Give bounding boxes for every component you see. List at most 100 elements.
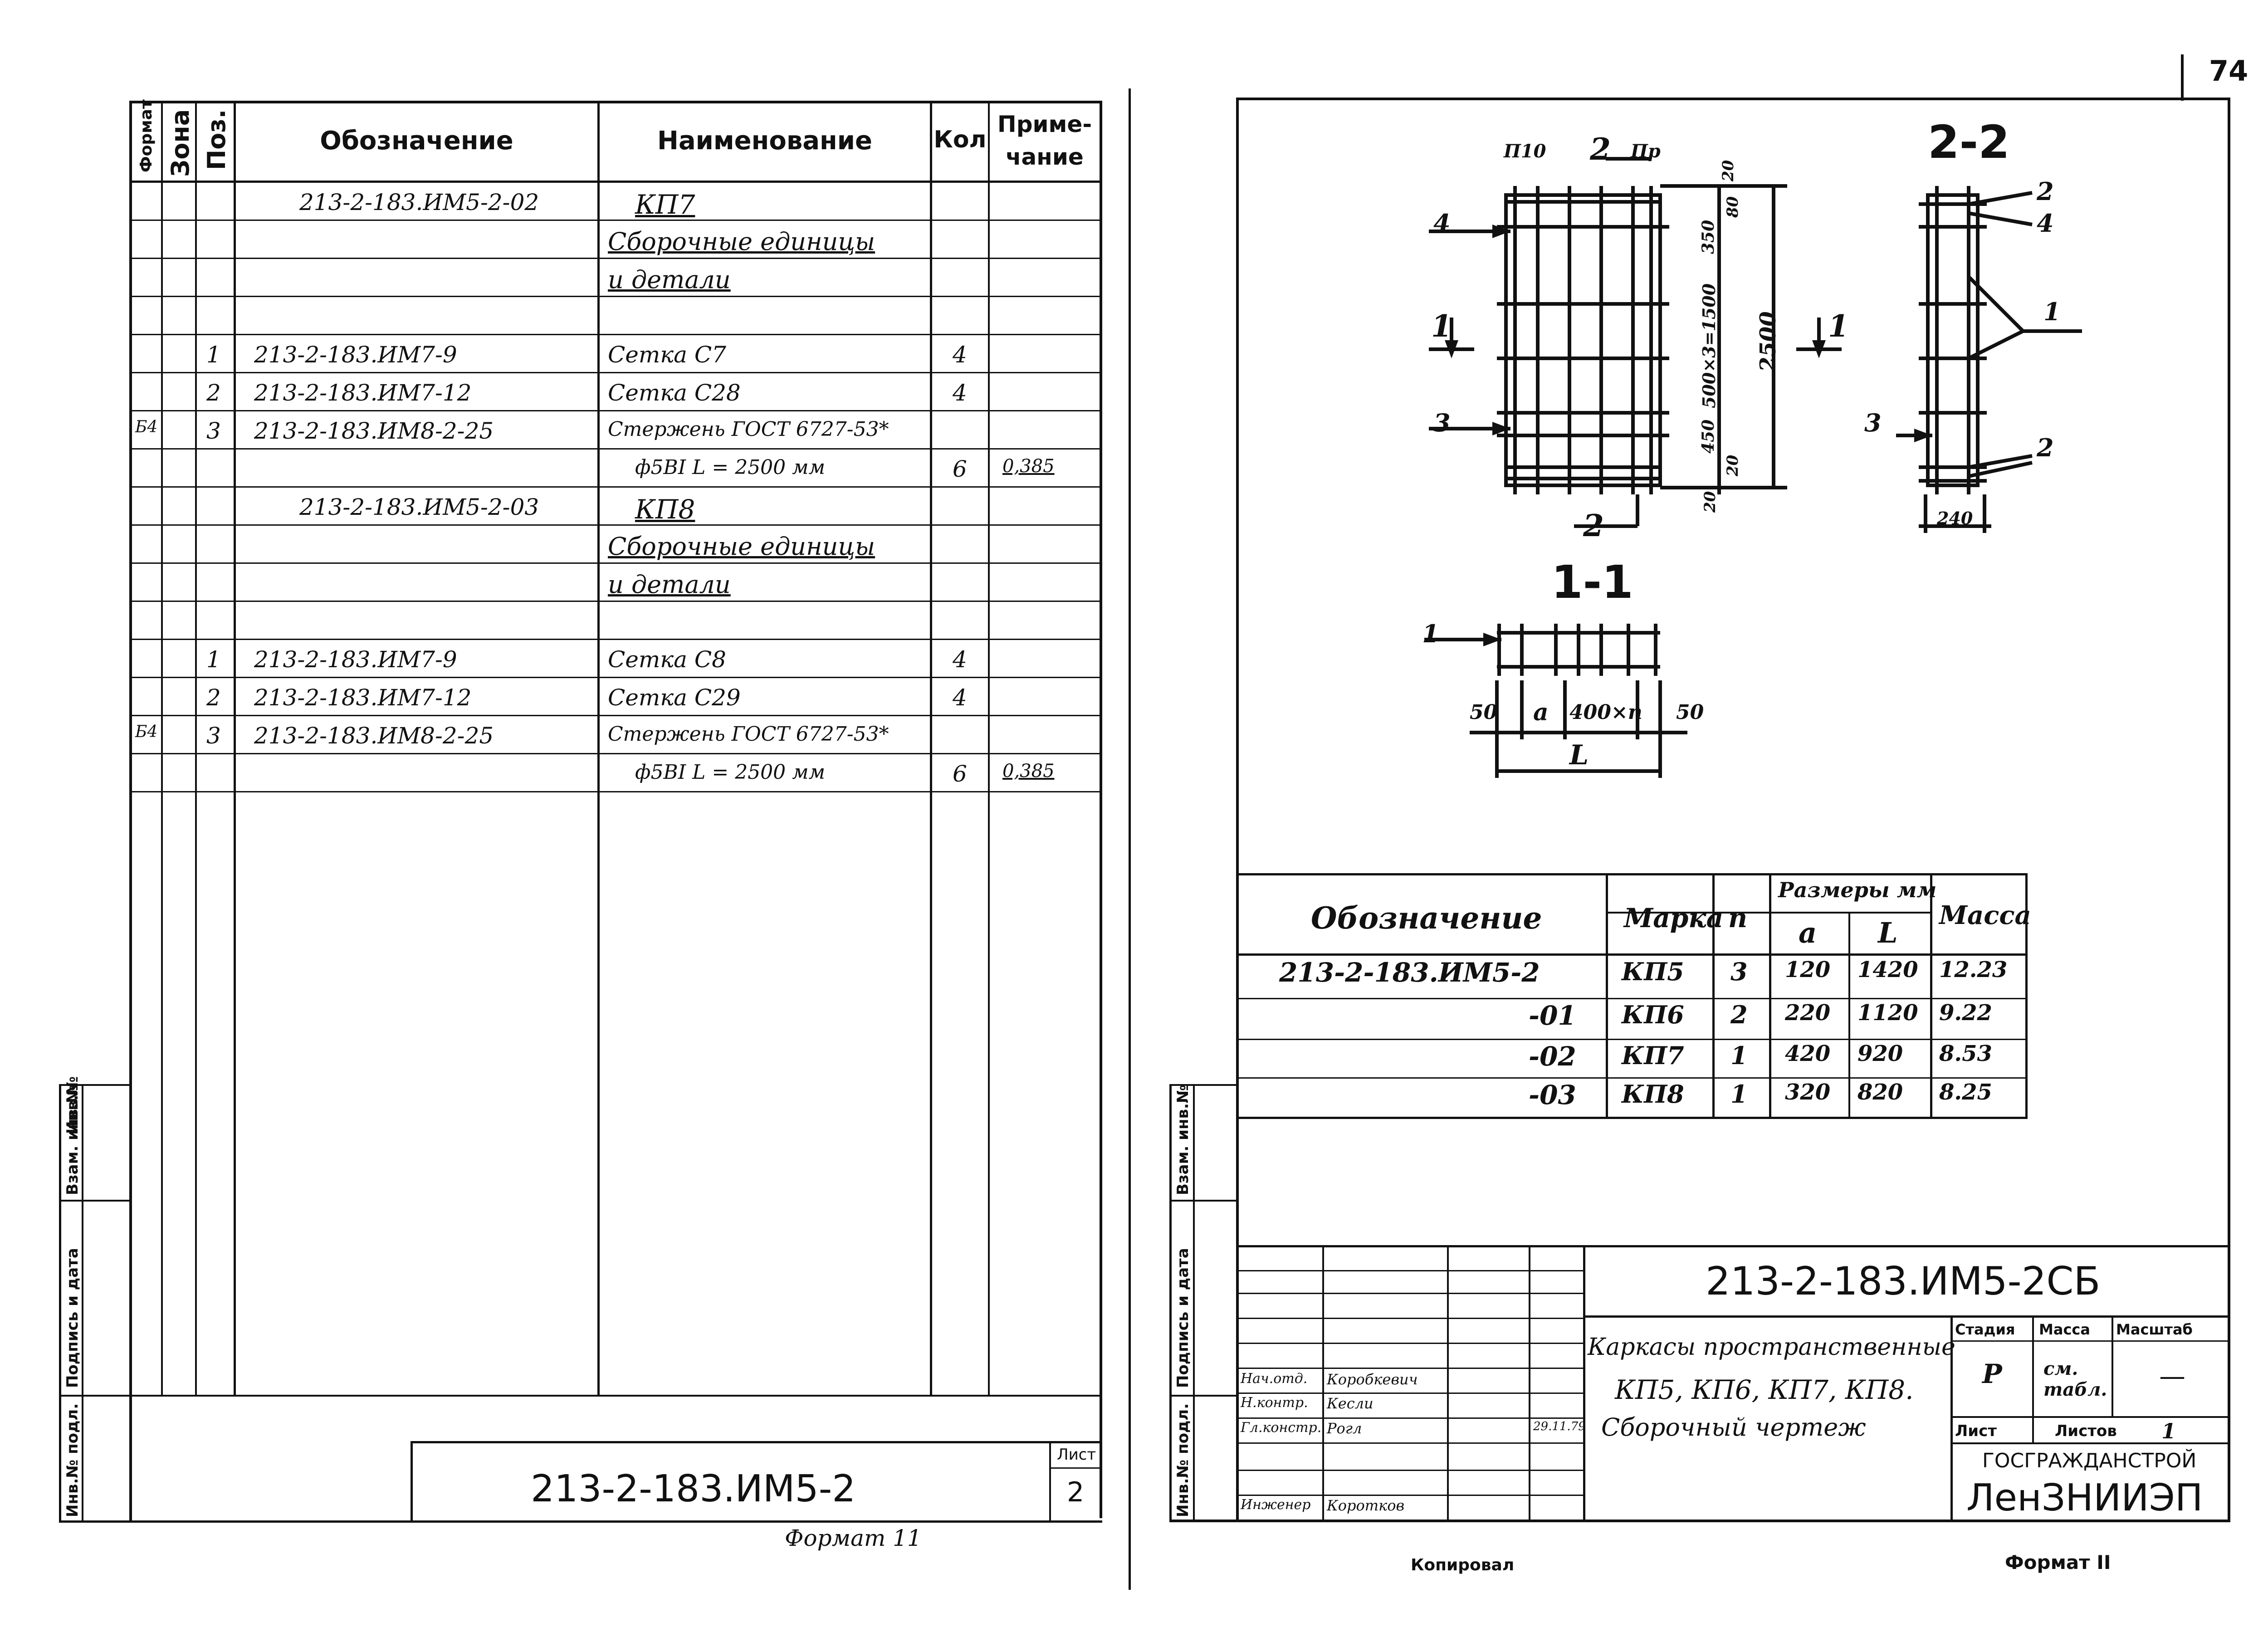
person-name: Кесли	[1327, 1395, 1374, 1412]
front-label-pr: Пр	[1631, 141, 1661, 162]
side-label-2b: 2	[2037, 433, 2054, 462]
mass-row-designation: -02	[1529, 1041, 1576, 1072]
s11-dim-50b: 50	[1676, 701, 1704, 724]
spec-name-cell: и детали	[608, 570, 731, 599]
spec-row-line	[129, 524, 1102, 526]
left-format-note: Формат 11	[785, 1525, 922, 1551]
front-label-1: 1	[1431, 308, 1452, 344]
front-label-2-bottom: 2	[1583, 508, 1604, 543]
mass-row-designation: -01	[1529, 1000, 1576, 1031]
spec-row-line	[129, 677, 1102, 678]
spec-row-line	[129, 639, 1102, 640]
person-name: Коробкевич	[1327, 1371, 1418, 1388]
mass-row-L: 1420	[1857, 957, 1918, 982]
spec-name-cell: Сборочные единицы	[608, 227, 875, 256]
s11-dim-50a: 50	[1470, 701, 1498, 724]
header-qty: Кол	[934, 126, 987, 153]
dim-20-bot: 20	[1724, 454, 1742, 476]
spec-qty-cell: 4	[953, 684, 967, 711]
person-role: Гл.констр.	[1241, 1420, 1322, 1436]
scale-header: Масштаб	[2116, 1321, 2193, 1338]
mass-row-L: 820	[1857, 1080, 1903, 1105]
scale-value: —	[2159, 1361, 2185, 1392]
spec-designation-cell: 213-2-183.ИМ8-2-25	[254, 723, 494, 749]
sheet-label: Лист	[1057, 1446, 1096, 1464]
spec-row-line	[129, 410, 1102, 411]
spec-format-cell: Б4	[135, 723, 158, 741]
spec-designation-cell: 213-2-183.ИМ7-9	[254, 342, 457, 368]
mass-row-mark: КП6	[1622, 1000, 1684, 1029]
spec-row-line	[129, 296, 1102, 297]
s11-label-1: 1	[1422, 619, 1439, 648]
front-label-p10: П10	[1504, 141, 1546, 162]
mass-row-mark: КП8	[1622, 1080, 1684, 1109]
mass-row-n: 1	[1730, 1080, 1748, 1109]
person-role: Инженер	[1241, 1497, 1311, 1513]
spec-designation-cell: 213-2-183.ИМ7-9	[254, 646, 457, 673]
mass-row-n: 3	[1730, 957, 1748, 986]
spec-pos-cell: 2	[206, 684, 221, 711]
spec-name-cell: Сетка С29	[608, 684, 741, 711]
mass-row-mass: 12.23	[1939, 957, 2008, 982]
spec-name-cell: и детали	[608, 265, 731, 294]
spec-name-cell: Стержень ГОСТ 6727-53*	[608, 723, 889, 746]
spec-pos-cell: 1	[206, 342, 221, 368]
mass-row-n: 1	[1730, 1041, 1748, 1070]
spec-designation-cell: 213-2-183.ИМ5-2-02	[299, 189, 539, 215]
right-side-label-inv-podl: Инв.№ подл.	[1174, 1403, 1192, 1517]
dim-350: 350	[1699, 220, 1718, 254]
mass-row-mass: 8.25	[1939, 1080, 1992, 1105]
table-h-mass: Масса	[1939, 900, 2031, 930]
spec-qty-cell: 4	[953, 380, 967, 406]
spec-pos-cell: 3	[206, 418, 221, 444]
s11-dim-a: a	[1533, 699, 1549, 726]
side-label-2a: 2	[2037, 177, 2054, 206]
spec-row-line	[129, 334, 1102, 335]
dim-2500: 2500	[1755, 311, 1781, 372]
mass-row-designation: 213-2-183.ИМ5-2	[1279, 957, 1540, 988]
spec-row-line	[129, 753, 1102, 754]
dim-450: 450	[1699, 419, 1718, 454]
spec-qty-cell: 6	[953, 456, 967, 482]
spec-name-cell: Сетка С28	[608, 380, 741, 406]
s11-dim-L: L	[1569, 739, 1589, 771]
section-1-1-title: 1-1	[1551, 556, 1633, 609]
org-line-2: ЛенЗНИИЭП	[1966, 1476, 2203, 1520]
spec-note-cell: 0,385	[1002, 456, 1055, 477]
spec-qty-cell: 6	[953, 761, 967, 787]
title-code: 213-2-183.ИМ5-2СБ	[1706, 1259, 2101, 1304]
mass-row-a: 220	[1785, 1000, 1831, 1026]
spec-row-line	[129, 562, 1102, 564]
spec-note-cell: 0,385	[1002, 761, 1055, 782]
table-h-n: n	[1728, 903, 1748, 933]
spec-row-line	[129, 715, 1102, 716]
title-line-2: КП5, КП6, КП7, КП8.	[1615, 1374, 1914, 1405]
spec-row-line	[129, 372, 1102, 373]
title-line-3: Сборочный чертеж	[1601, 1413, 1866, 1442]
right-side-label-podpis: Подпись и дата	[1174, 1248, 1192, 1388]
spec-name-cell: ф5ВI L = 2500 мм	[635, 456, 826, 479]
right-side-label-vzam: Взам. инв.№	[1174, 1085, 1192, 1195]
spec-row-line	[129, 601, 1102, 602]
dim-80: 80	[1724, 196, 1742, 218]
side-label-3: 3	[1864, 408, 1882, 437]
page-number: 74	[2209, 54, 2248, 88]
side-label-1: 1	[2043, 297, 2061, 326]
header-designation: Обозначение	[320, 126, 513, 156]
spec-designation-cell: 213-2-183.ИМ7-12	[254, 380, 472, 406]
fold-line	[1129, 88, 1131, 1590]
side-label-4: 4	[2037, 209, 2054, 238]
spec-name-cell: ф5ВI L = 2500 мм	[635, 761, 826, 784]
right-format-note: Формат II	[2005, 1551, 2111, 1573]
side-dim-240: 240	[1937, 508, 1973, 528]
spec-row-line	[129, 220, 1102, 221]
mass-header: Масса	[2039, 1321, 2090, 1338]
table-h-designation: Обозначение	[1311, 900, 1542, 936]
spec-name-cell: Сборочные единицы	[608, 532, 875, 561]
spec-row-line	[129, 791, 1102, 792]
table-h-sizes: Размеры мм	[1778, 878, 1937, 902]
person-name: Коротков	[1327, 1497, 1405, 1514]
stage-header: Стадия	[1955, 1321, 2015, 1338]
front-label-4: 4	[1433, 209, 1451, 238]
mass-row-mark: КП7	[1622, 1041, 1684, 1070]
